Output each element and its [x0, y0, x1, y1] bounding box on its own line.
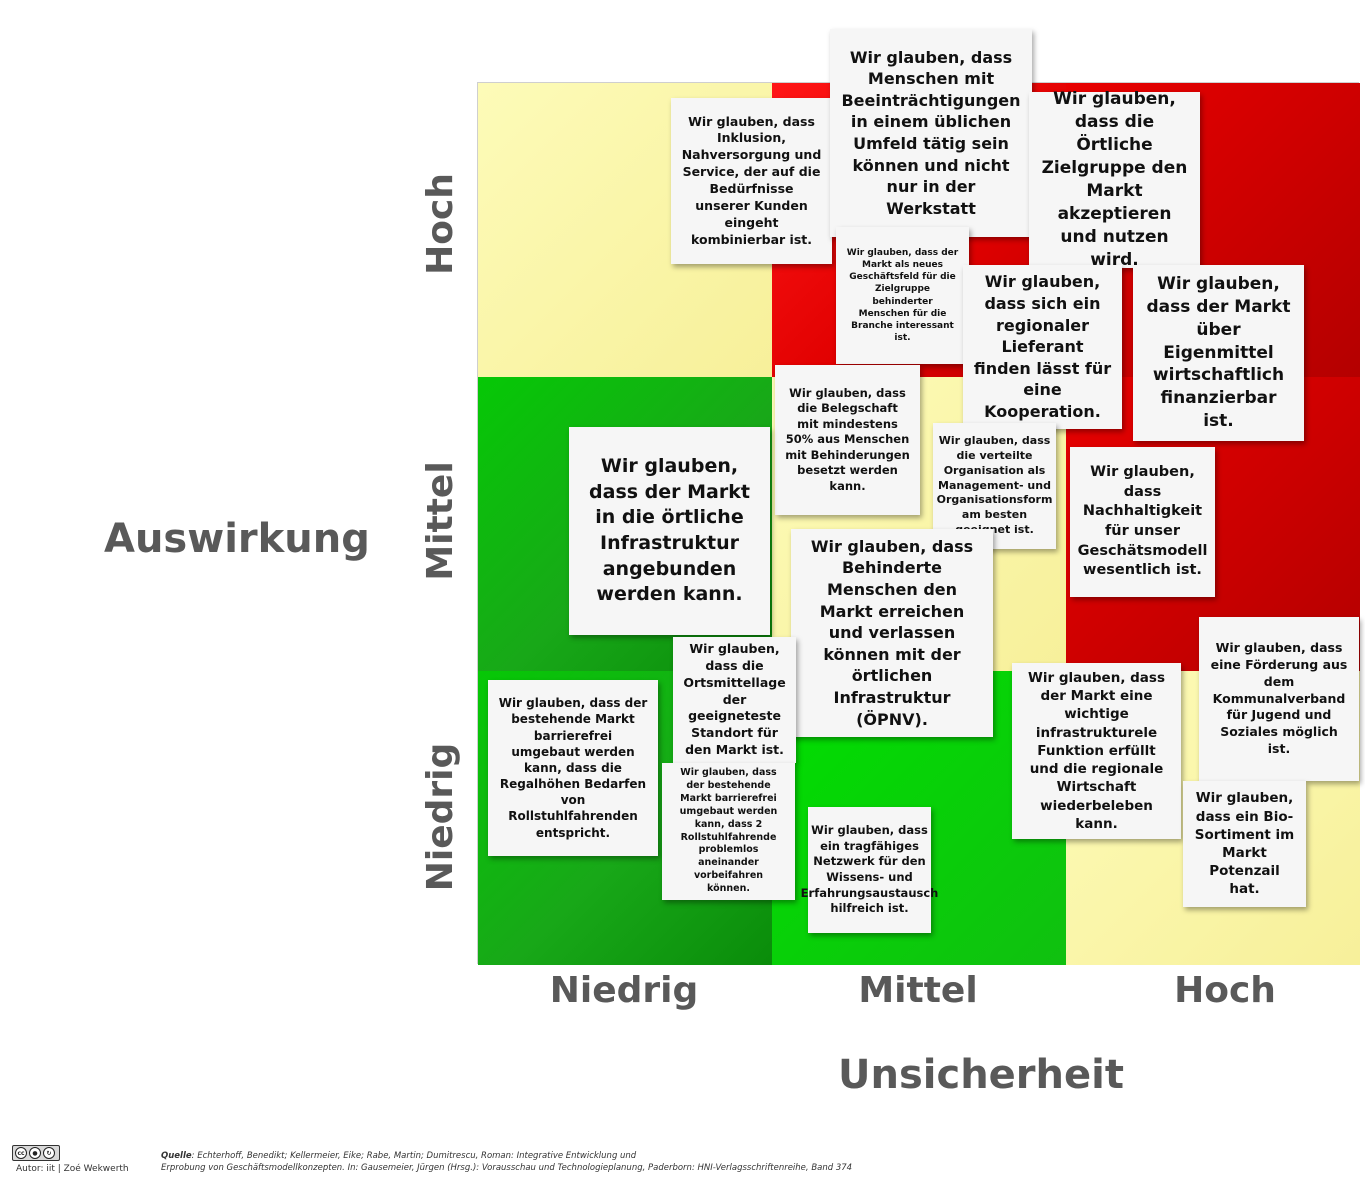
- footer-source: Quelle: Echterhoff, Benedikt; Kellermeie…: [161, 1150, 921, 1175]
- cc-license-badge: cc ● ↻: [12, 1145, 60, 1161]
- y-level-mittel: Mittel: [420, 461, 461, 581]
- cc-icon: cc: [15, 1147, 27, 1159]
- note-oepnv[interactable]: Wir glauben, dass Behinderte Menschen de…: [791, 529, 993, 737]
- source-line-2: Erprobung von Geschäftsmodellkonzepten. …: [161, 1163, 853, 1174]
- y-level-hoch: Hoch: [420, 173, 461, 275]
- note-eigenmittel[interactable]: Wir glauben, dass der Markt über Eigenmi…: [1133, 265, 1304, 441]
- y-axis-title: Auswirkung: [104, 516, 370, 562]
- note-belegschaft[interactable]: Wir glauben, dass die Belegschaft mit mi…: [775, 365, 920, 515]
- x-level-hoch: Hoch: [1174, 970, 1276, 1011]
- sa-icon: ↻: [43, 1147, 55, 1159]
- x-axis-title: Unsicherheit: [838, 1052, 1124, 1098]
- by-icon: ●: [29, 1147, 41, 1159]
- note-regalhoehen[interactable]: Wir glauben, dass der bestehende Markt b…: [488, 680, 658, 856]
- source-label: Quelle: [161, 1151, 192, 1161]
- footer-author: Autor: iit | Zoé Wekwerth: [16, 1164, 129, 1174]
- note-nachhaltigkeit[interactable]: Wir glauben, dass Nachhaltigkeit für uns…: [1070, 447, 1215, 597]
- note-menschen-mit-beeintraechtigungen[interactable]: Wir glauben, dass Menschen mit Beeinträc…: [830, 29, 1032, 237]
- note-bio-sortiment[interactable]: Wir glauben, dass ein Bio-Sortiment im M…: [1183, 781, 1306, 907]
- source-line-1: : Echterhoff, Benedikt; Kellermeier, Eik…: [191, 1151, 637, 1161]
- x-level-niedrig: Niedrig: [549, 970, 699, 1011]
- x-level-mittel: Mittel: [858, 970, 978, 1011]
- note-oertliche-infrastruktur[interactable]: Wir glauben, dass der Markt in die örtli…: [569, 427, 770, 635]
- note-netzwerk[interactable]: Wir glauben, dass ein tragfähiges Netzwe…: [801, 807, 938, 933]
- note-infrastrukturelle-funktion[interactable]: Wir glauben, dass der Markt eine wichtig…: [1012, 663, 1181, 839]
- note-rollstuhlfahrende[interactable]: Wir glauben, dass der bestehende Markt b…: [662, 763, 795, 900]
- note-ortsmittellage[interactable]: Wir glauben, dass die Ortsmittellage der…: [673, 637, 796, 763]
- note-oertliche-zielgruppe[interactable]: Wir glauben, dass die Örtliche Zielgrupp…: [1029, 89, 1200, 270]
- note-inklusion-nahversorgung[interactable]: Wir glauben, dass Inklusion, Nahversorgu…: [671, 98, 832, 264]
- note-foerderung[interactable]: Wir glauben, dass eine Förderung aus dem…: [1199, 617, 1359, 781]
- note-regionaler-lieferant[interactable]: Wir glauben, dass sich ein regionaler Li…: [963, 265, 1122, 429]
- y-level-niedrig: Niedrig: [420, 742, 461, 892]
- note-verteilte-organisation[interactable]: Wir glauben, dass die verteilte Organisa…: [933, 423, 1056, 549]
- note-neues-geschaeftsfeld[interactable]: Wir glauben, dass der Markt als neues Ge…: [836, 227, 969, 364]
